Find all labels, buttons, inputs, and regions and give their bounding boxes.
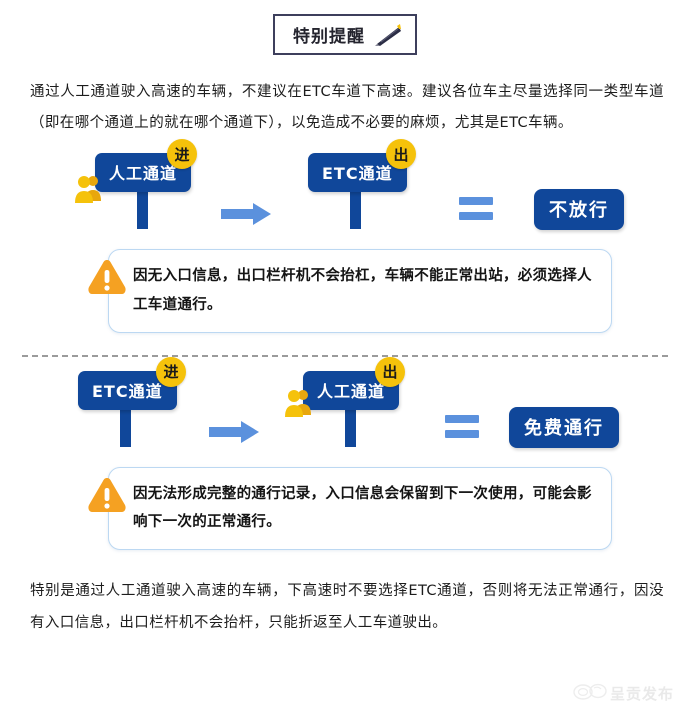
result-badge: 不放行: [534, 189, 624, 231]
flow-diagram-2: ETC通道 进 人工通道 出: [0, 356, 690, 551]
result-badge: 免费通行: [509, 406, 619, 448]
sign-post: [120, 402, 131, 447]
exit-badge: 出: [386, 139, 416, 170]
flow-arrow-icon: [221, 201, 273, 227]
flow-row: ETC通道 进 人工通道 出: [0, 356, 690, 463]
flow-diagram-1: 人工通道 进 ETC通道 出 不放行: [0, 139, 690, 333]
page-title: 特别提醒: [293, 27, 365, 47]
equals-icon: [459, 197, 493, 221]
people-icon: [73, 171, 107, 205]
entry-sign: 人工通道 进: [75, 139, 197, 230]
equals-icon: [445, 414, 479, 438]
note-callout: 因无法形成完整的通行记录，入口信息会保留到下一次使用，可能会影响下一次的正常通行…: [88, 466, 612, 551]
header: 特别提醒: [0, 0, 690, 55]
exit-sign: ETC通道 出: [308, 139, 416, 230]
intro-paragraph: 通过人工通道驶入高速的车辆，不建议在ETC车道下高速。建议各位车主尽量选择同一类…: [30, 84, 664, 132]
entry-badge: 进: [156, 356, 186, 387]
equals-bar: [445, 414, 479, 423]
note-callout: 因无入口信息，出口栏杆机不会抬杠，车辆不能正常出站，必须选择人工车道通行。: [88, 249, 612, 333]
warning-triangle-icon: [87, 476, 127, 514]
equals-bar: [445, 429, 479, 438]
note-text: 因无入口信息，出口栏杆机不会抬杠，车辆不能正常出站，必须选择人工车道通行。: [133, 268, 592, 313]
exit-badge: 出: [375, 356, 405, 387]
warning-triangle-icon: [87, 258, 127, 296]
equals-bar: [459, 197, 493, 206]
watermark-text: 呈贡发布: [609, 685, 674, 703]
sign-post: [350, 185, 361, 230]
entry-sign: ETC通道 进: [78, 356, 186, 447]
equals-bar: [459, 212, 493, 221]
note-text: 因无法形成完整的通行记录，入口信息会保留到下一次使用，可能会影响下一次的正常通行…: [133, 485, 592, 531]
entry-badge: 进: [167, 139, 197, 170]
section-divider: [22, 354, 668, 357]
header-badge-box: 特别提醒: [273, 14, 417, 55]
flow-row: 人工通道 进 ETC通道 出 不放行: [0, 139, 690, 245]
weibo-logo-icon: [573, 683, 607, 704]
people-icon: [283, 385, 317, 419]
watermark: 呈贡发布: [573, 683, 674, 704]
pencil-icon: [371, 23, 401, 46]
closing-paragraph: 特别是通过人工通道驶入高速的车辆，下高速时不要选择ETC通道，否则将无法正常通行…: [30, 583, 664, 631]
sign-post: [137, 185, 148, 230]
exit-sign: 人工通道 出: [285, 356, 405, 447]
flow-arrow-icon: [209, 419, 261, 445]
sign-post: [345, 402, 356, 447]
